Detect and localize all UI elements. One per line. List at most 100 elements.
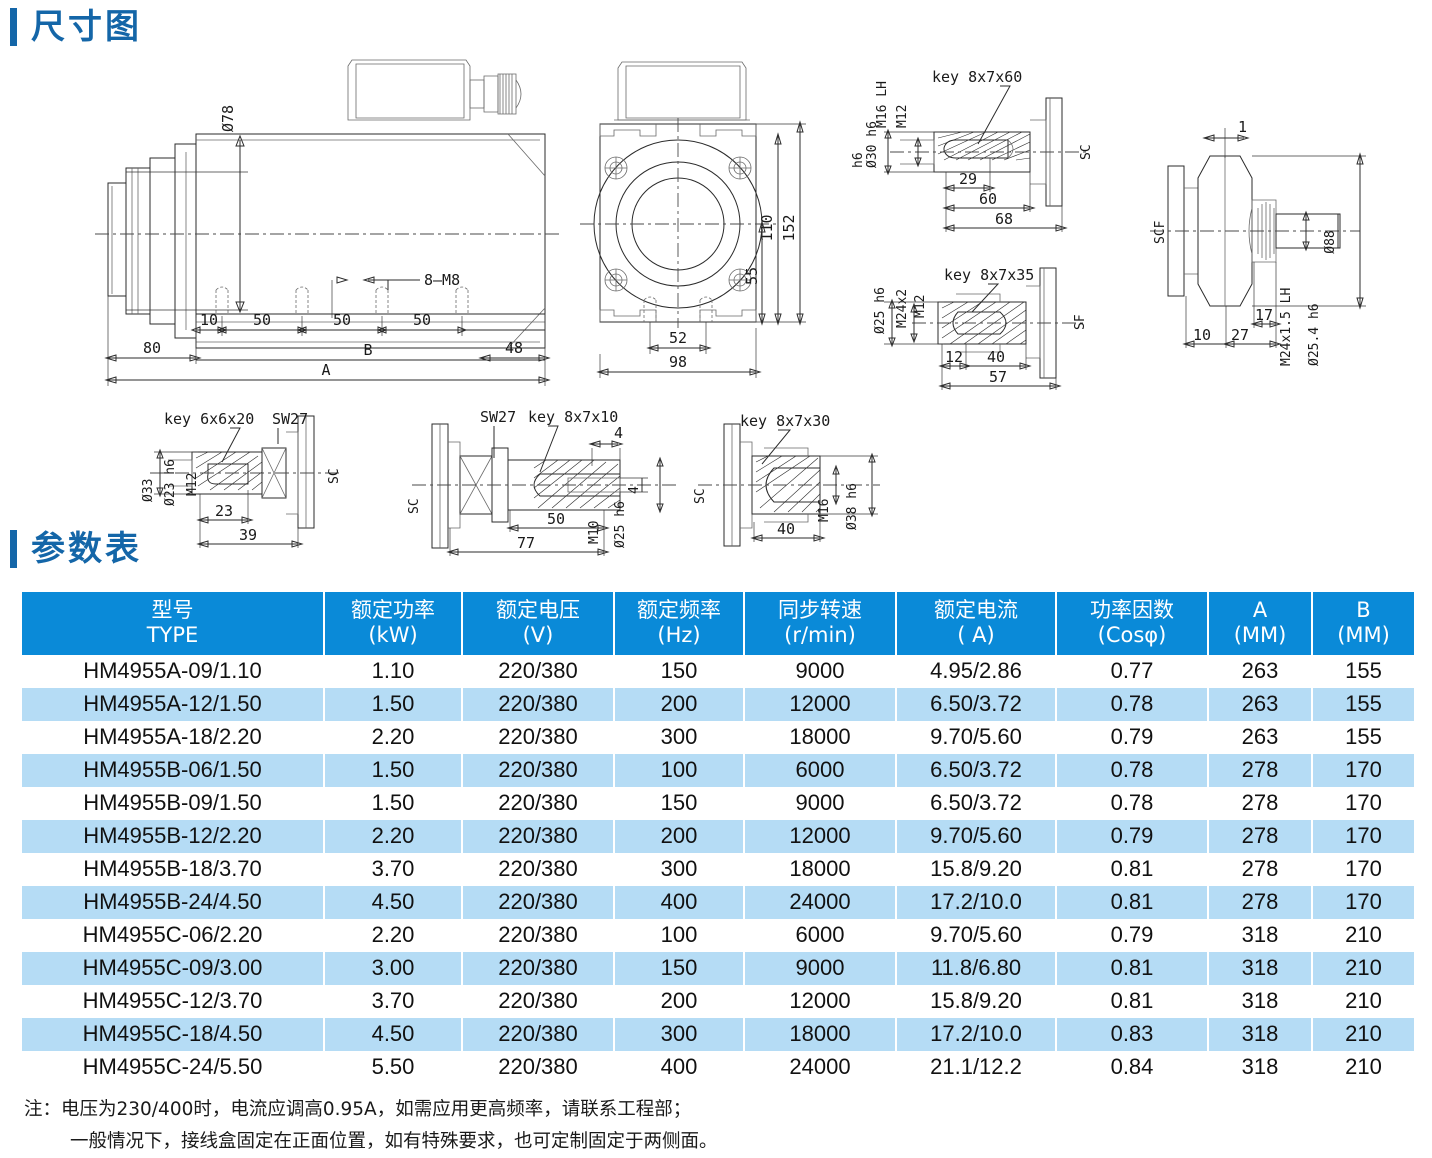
cell-a: 318 bbox=[1208, 918, 1313, 952]
notes-block: 注：电压为230/400时，电流应调高0.95A，如需应用更高频率，请联系工程部… bbox=[24, 1094, 1324, 1158]
cell-rated-frequency: 150 bbox=[614, 786, 745, 820]
svg-text:M12: M12 bbox=[895, 105, 910, 128]
column-header-rated-frequency-unit: (Hz) bbox=[657, 622, 701, 647]
cell-type: HM4955B-12/2.20 bbox=[22, 819, 325, 853]
parameter-table: 型号 TYPE 额定功率 (kW) 额定电压 (V) 额定频率 (Hz) bbox=[22, 592, 1414, 1084]
cell-power-factor: 0.78 bbox=[1056, 786, 1209, 820]
svg-text:SC: SC bbox=[327, 468, 342, 484]
cell-rated-current: 9.70/5.60 bbox=[896, 918, 1057, 952]
cell-power-factor: 0.81 bbox=[1056, 984, 1209, 1018]
section-accent-bar-2 bbox=[10, 530, 17, 568]
section-heading-dimension-drawing: 尺寸图 bbox=[10, 8, 142, 46]
cell-rated-current: 15.8/9.20 bbox=[896, 852, 1057, 886]
column-header-rated-voltage-cn: 额定电压 bbox=[496, 598, 580, 622]
cell-power-factor: 0.77 bbox=[1056, 654, 1209, 688]
svg-text:M16: M16 bbox=[817, 499, 832, 522]
cell-rated-voltage: 220/380 bbox=[462, 720, 615, 754]
cell-rated-current: 6.50/3.72 bbox=[896, 753, 1057, 787]
cell-b: 210 bbox=[1312, 918, 1414, 952]
cell-rated-voltage: 220/380 bbox=[462, 1050, 615, 1084]
cell-rated-voltage: 220/380 bbox=[462, 951, 615, 985]
svg-text:50: 50 bbox=[253, 311, 271, 329]
cell-sync-speed: 9000 bbox=[744, 786, 897, 820]
cell-type: HM4955A-12/1.50 bbox=[22, 687, 325, 721]
svg-text:40: 40 bbox=[987, 348, 1005, 366]
svg-text:98: 98 bbox=[669, 353, 687, 371]
section-accent-bar bbox=[10, 8, 17, 46]
column-header-type: 型号 TYPE bbox=[22, 592, 325, 655]
cell-rated-voltage: 220/380 bbox=[462, 786, 615, 820]
cell-rated-current: 9.70/5.60 bbox=[896, 720, 1057, 754]
svg-text:Ø88: Ø88 bbox=[1323, 230, 1338, 253]
cell-rated-frequency: 150 bbox=[614, 951, 745, 985]
svg-text:60: 60 bbox=[979, 190, 997, 208]
cell-rated-power: 3.70 bbox=[324, 984, 463, 1018]
svg-text:50: 50 bbox=[413, 311, 431, 329]
svg-text:80: 80 bbox=[143, 339, 161, 357]
table-header-row: 型号 TYPE 额定功率 (kW) 额定电压 (V) 额定频率 (Hz) bbox=[22, 592, 1414, 655]
svg-text:12: 12 bbox=[945, 348, 963, 366]
cell-sync-speed: 18000 bbox=[744, 1017, 897, 1051]
cell-sync-speed: 6000 bbox=[744, 918, 897, 952]
cell-sync-speed: 12000 bbox=[744, 687, 897, 721]
svg-text:key 8x7x60: key 8x7x60 bbox=[932, 68, 1022, 86]
shaft-detail-sc-mid: SW27 key 8x7x10 SC 4 4 M10 Ø25 h6 bbox=[407, 408, 680, 556]
cell-rated-current: 6.50/3.72 bbox=[896, 786, 1057, 820]
cell-rated-voltage: 220/380 bbox=[462, 753, 615, 787]
column-header-rated-frequency: 额定频率 (Hz) bbox=[614, 592, 745, 655]
shaft-detail-sc-long: key 8x7x60 M16 LH M12 Ø30 h6 h6 SC 29 60 bbox=[851, 68, 1094, 232]
drawings-svg: Ø78 8—M8 10 50 50 bbox=[95, 59, 1366, 556]
cell-rated-voltage: 220/380 bbox=[462, 984, 615, 1018]
cell-rated-power: 1.50 bbox=[324, 687, 463, 721]
svg-text:M10: M10 bbox=[587, 521, 602, 544]
cell-rated-frequency: 400 bbox=[614, 1050, 745, 1084]
cell-b: 170 bbox=[1312, 786, 1414, 820]
shaft-detail-sf: key 8x7x35 Ø25 h6 M24x2 M12 SF 12 40 57 bbox=[873, 266, 1088, 390]
cell-a: 263 bbox=[1208, 720, 1313, 754]
svg-text:h6: h6 bbox=[851, 152, 866, 168]
cell-rated-power: 2.20 bbox=[324, 720, 463, 754]
column-header-a-unit: (MM) bbox=[1233, 622, 1287, 647]
dim-chain: 10 50 50 50 bbox=[190, 311, 545, 336]
svg-text:M16 LH: M16 LH bbox=[875, 81, 890, 128]
svg-text:Ø30 h6: Ø30 h6 bbox=[865, 121, 880, 168]
cell-b: 170 bbox=[1312, 753, 1414, 787]
svg-text:B: B bbox=[363, 341, 372, 359]
cell-a: 278 bbox=[1208, 819, 1313, 853]
cell-sync-speed: 9000 bbox=[744, 951, 897, 985]
front-view: 152 110 55 52 98 bbox=[580, 61, 806, 378]
svg-text:M24x2: M24x2 bbox=[895, 289, 910, 328]
column-header-sync-speed-unit: (r/min) bbox=[784, 622, 856, 647]
svg-text:4: 4 bbox=[627, 486, 642, 494]
cell-sync-speed: 12000 bbox=[744, 819, 897, 853]
cell-rated-voltage: 220/380 bbox=[462, 654, 615, 688]
cell-rated-frequency: 100 bbox=[614, 918, 745, 952]
svg-text:27: 27 bbox=[1231, 326, 1249, 344]
cell-type: HM4955B-06/1.50 bbox=[22, 753, 325, 787]
cell-sync-speed: 24000 bbox=[744, 885, 897, 919]
cell-a: 318 bbox=[1208, 984, 1313, 1018]
cell-rated-frequency: 200 bbox=[614, 687, 745, 721]
svg-text:52: 52 bbox=[669, 329, 687, 347]
cell-power-factor: 0.81 bbox=[1056, 885, 1209, 919]
svg-text:68: 68 bbox=[995, 210, 1013, 228]
column-header-rated-current: 额定电流 ( A) bbox=[896, 592, 1057, 655]
cell-rated-frequency: 100 bbox=[614, 753, 745, 787]
svg-text:M24x1.5 LH: M24x1.5 LH bbox=[1279, 288, 1294, 366]
svg-text:57: 57 bbox=[989, 368, 1007, 386]
svg-text:77: 77 bbox=[517, 534, 535, 552]
cell-rated-power: 2.20 bbox=[324, 819, 463, 853]
svg-text:1: 1 bbox=[1238, 118, 1247, 136]
cell-rated-current: 21.1/12.2 bbox=[896, 1050, 1057, 1084]
cell-rated-power: 1.10 bbox=[324, 654, 463, 688]
svg-text:4: 4 bbox=[614, 424, 623, 442]
svg-text:10: 10 bbox=[1193, 326, 1211, 344]
column-header-power-factor-unit: (Cosφ) bbox=[1097, 622, 1167, 647]
